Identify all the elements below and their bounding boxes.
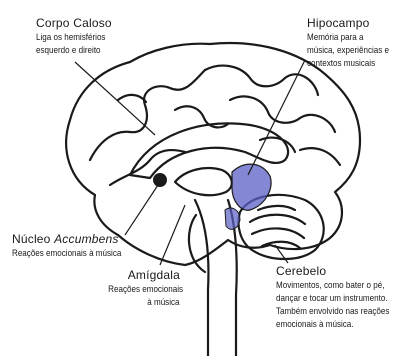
nucleo-accumbens-desc: Reações emocionais à música (12, 246, 139, 259)
hipocampo-desc-1: Memória para a (307, 30, 402, 43)
nucleo-accumbens-title: Núcleo Accumbens (12, 232, 139, 246)
cerebelo-title: Cerebelo (276, 264, 403, 278)
hipocampo-title: Hipocampo (307, 16, 402, 30)
cerebellum-folia-2 (252, 228, 304, 238)
hippocampus-highlight (232, 164, 271, 210)
amigdala-title: Amígdala (96, 268, 180, 282)
gyri-4 (230, 96, 335, 132)
hipocampo-label: Hipocampo Memória para a música, experiê… (307, 16, 402, 69)
amigdala-desc-2: à música (96, 295, 180, 308)
hipocampo-desc-2: música, experiências e (307, 43, 402, 56)
hipocampo-desc-3: contextos musicais (307, 56, 402, 69)
hipocampo-leader (248, 60, 305, 175)
corpo-caloso-title: Corpo Caloso (36, 16, 117, 30)
gyri-3 (205, 66, 318, 95)
cerebelo-desc-4: emocionais à música. (276, 317, 403, 330)
amigdala-desc-1: Reações emocionais (96, 282, 180, 295)
brainstem (195, 200, 208, 356)
cerebelo-label: Cerebelo Movimentos, como bater o pé, da… (276, 264, 403, 330)
amigdala-label: Amígdala Reações emocionais à música (96, 268, 180, 308)
corpo-caloso-desc-1: Liga os hemisférios (36, 30, 117, 43)
gyri-7 (118, 95, 146, 102)
cerebelo-desc-3: Também envolvido nas reações (276, 304, 403, 317)
amygdala-highlight (225, 208, 240, 229)
amigdala-leader (160, 205, 185, 265)
gyri-1 (90, 70, 205, 160)
cerebelo-desc-2: dançar e tocar um instrumento. (276, 291, 403, 304)
cerebellum-folia-1 (250, 215, 305, 224)
thalamus-shape (175, 168, 232, 195)
nucleo-leader (125, 182, 160, 235)
gyri-6 (300, 148, 340, 165)
corpo-caloso-desc-2: esquerdo e direito (36, 43, 117, 56)
cerebellum-folia-4 (258, 206, 295, 210)
corpo-caloso-label: Corpo Caloso Liga os hemisférios esquerd… (36, 16, 117, 56)
nucleo-accumbens-label: Núcleo Accumbens Reações emocionais à mú… (12, 232, 139, 259)
gyri-2 (110, 150, 185, 185)
cerebelo-desc-1: Movimentos, como bater o pé, (276, 278, 403, 291)
nucleus-accumbens-dot (153, 173, 167, 187)
